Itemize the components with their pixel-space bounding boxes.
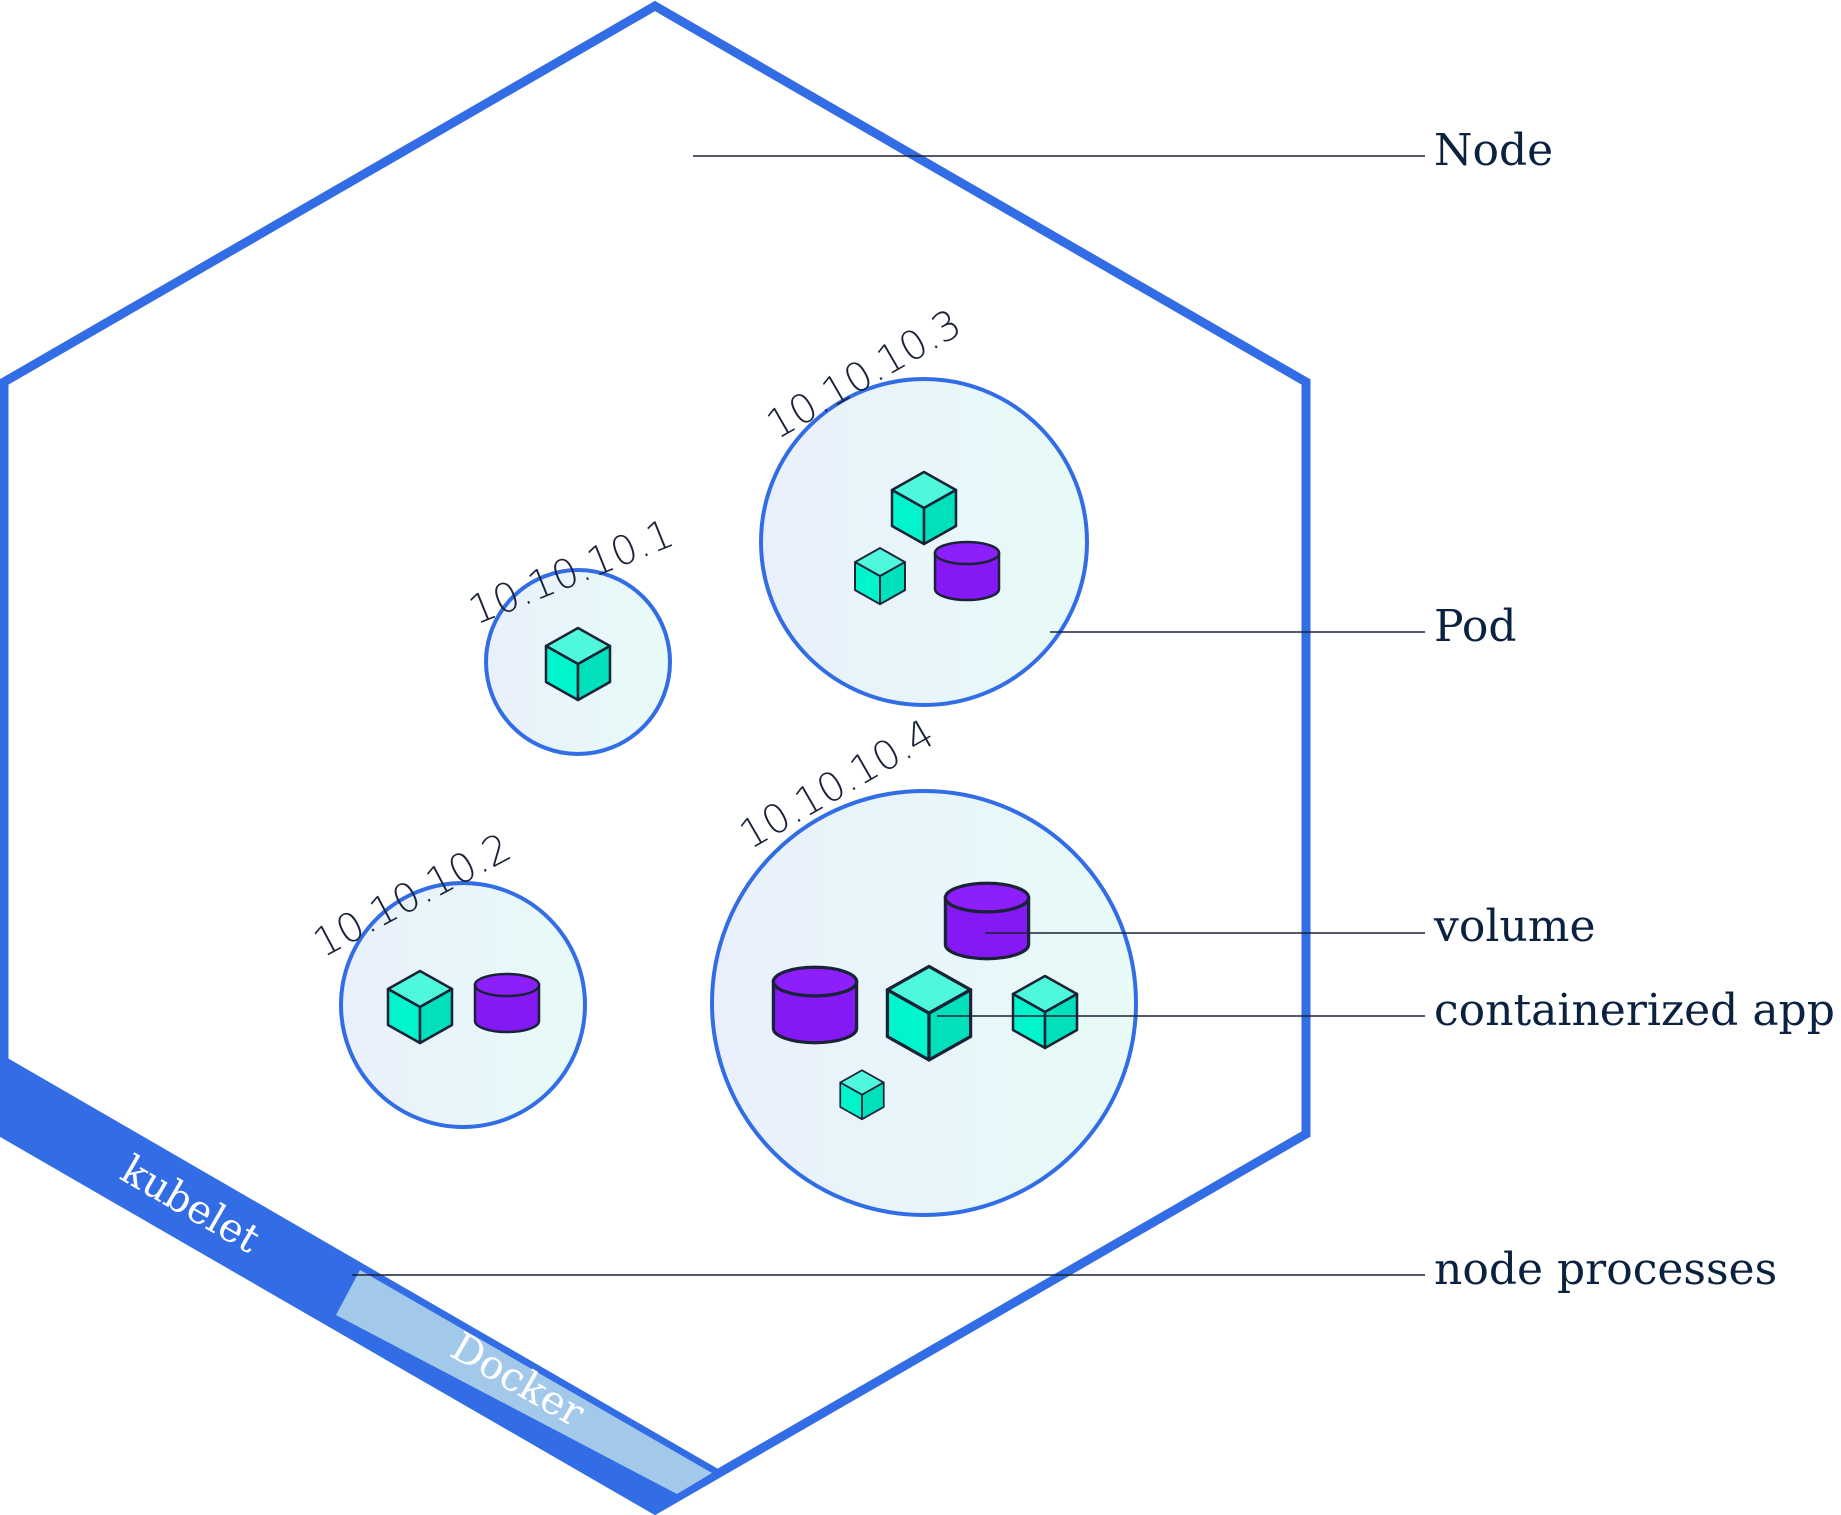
volume-cylinder-icon xyxy=(943,881,1031,961)
pod-label: Pod xyxy=(1434,601,1516,652)
containerized-app-label: containerized app xyxy=(1434,985,1835,1036)
volume-cylinder-icon xyxy=(933,540,1001,602)
docker-band xyxy=(336,1270,712,1494)
node-label: Node xyxy=(1434,125,1553,176)
volume-cylinder-icon xyxy=(771,965,859,1045)
volume-cylinder-icon xyxy=(473,972,541,1034)
node-processes-band xyxy=(4,1056,720,1510)
pod-circle xyxy=(339,881,587,1129)
node-processes-label: node processes xyxy=(1434,1244,1777,1295)
node-outline xyxy=(0,0,1311,1515)
volume-label: volume xyxy=(1433,901,1596,952)
